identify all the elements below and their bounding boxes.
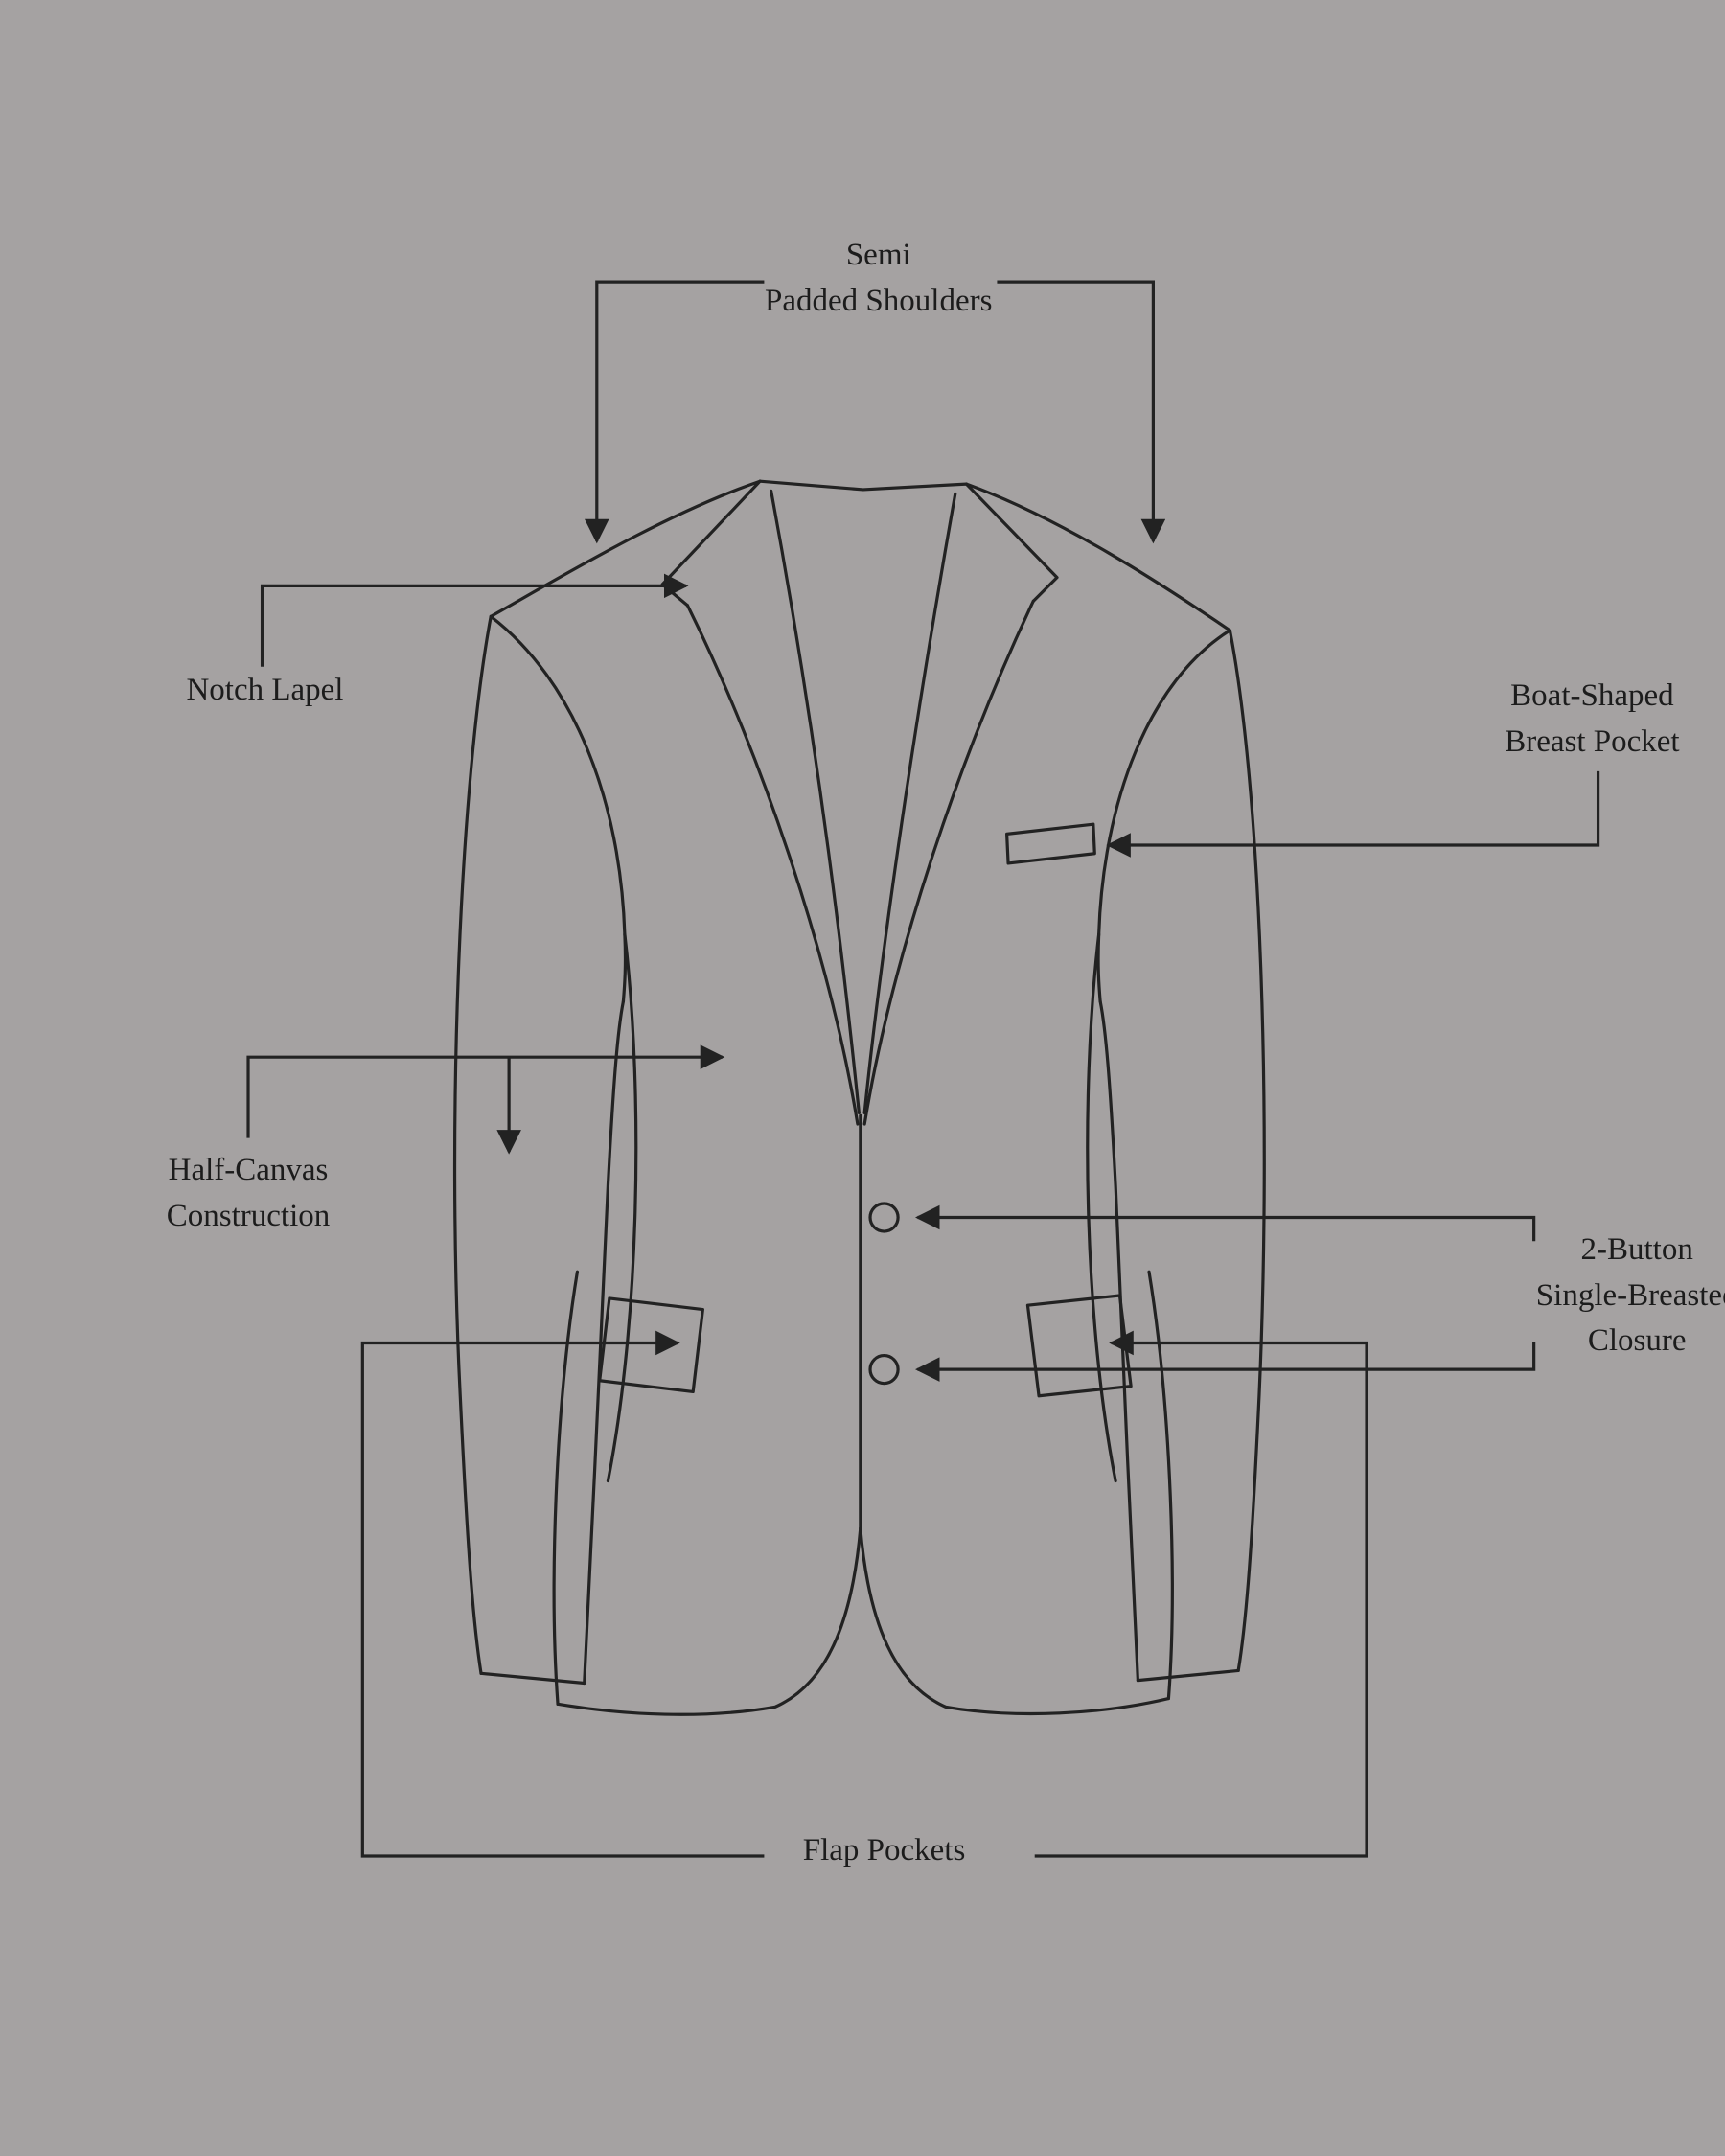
label-line: Padded Shoulders <box>765 283 993 318</box>
flap-pocket-right <box>1025 1294 1133 1398</box>
label-two-button-closure: 2-Button Single-Breasted Closure <box>1536 1227 1725 1365</box>
side-seam-right <box>1147 1270 1174 1701</box>
body-curve-left <box>606 932 638 1483</box>
label-line: Construction <box>166 1198 331 1233</box>
label-notch-lapel: Notch Lapel <box>186 668 343 714</box>
flap-pocket-left <box>598 1296 704 1394</box>
label-line: Single-Breasted <box>1535 1277 1725 1313</box>
label-line: Closure <box>1587 1323 1687 1359</box>
label-line: Notch Lapel <box>186 673 344 708</box>
button-top <box>868 1202 900 1233</box>
sleeve-left-cuff <box>479 1671 586 1686</box>
annotation-lines <box>246 280 1600 1858</box>
label-line: Semi <box>845 238 911 272</box>
leader-shoulders-left <box>584 280 765 544</box>
sleeve-left-outer <box>452 614 493 1675</box>
collar-back <box>758 479 969 492</box>
sleeve-right-inner <box>1098 999 1139 1683</box>
leader-closure-bottom <box>914 1342 1536 1382</box>
leader-flap-pocket-right <box>1034 1330 1368 1858</box>
label-line: Boat-Shaped <box>1510 677 1674 713</box>
jacket-drawing <box>452 479 1266 1716</box>
label-line: 2-Button <box>1580 1231 1693 1267</box>
lapel-right-edge <box>862 599 1035 1126</box>
leader-flap-pocket-left <box>360 1330 765 1858</box>
label-flap-pockets: Flap Pockets <box>803 1828 966 1874</box>
label-half-canvas: Half-Canvas Construction <box>167 1148 331 1240</box>
leader-half-canvas <box>246 1044 725 1138</box>
breast-pocket <box>1005 822 1096 865</box>
label-line: Half-Canvas <box>168 1152 329 1187</box>
label-boat-breast-pocket: Boat-Shaped Breast Pocket <box>1505 674 1679 766</box>
sleeve-right-outer <box>1228 629 1266 1673</box>
armhole-left <box>489 614 628 1003</box>
shoulder-left <box>489 479 762 618</box>
sleeve-left-inner <box>583 999 626 1686</box>
leader-closure-top <box>914 1204 1536 1242</box>
leader-notch-lapel <box>260 573 689 667</box>
hem-right <box>859 1526 1171 1716</box>
armhole-right <box>1096 629 1232 1003</box>
lapel-right-rollline <box>862 492 957 1114</box>
leader-shoulders-right <box>997 280 1166 544</box>
side-seam-left <box>552 1270 580 1706</box>
lapel-left-edge <box>685 604 860 1126</box>
lapel-left-rollline <box>770 489 861 1114</box>
hem-left <box>556 1526 862 1716</box>
shoulder-right <box>964 482 1232 632</box>
collar-right <box>964 482 1059 603</box>
label-semi-padded-shoulders: Semi Padded Shoulders <box>765 233 992 325</box>
button-bottom <box>868 1353 900 1386</box>
label-line: Flap Pockets <box>802 1833 966 1868</box>
body-curve-right <box>1086 932 1117 1483</box>
label-line: Breast Pocket <box>1505 723 1680 759</box>
leader-breast-pocket <box>1106 770 1600 858</box>
sleeve-right-cuff <box>1136 1668 1240 1683</box>
